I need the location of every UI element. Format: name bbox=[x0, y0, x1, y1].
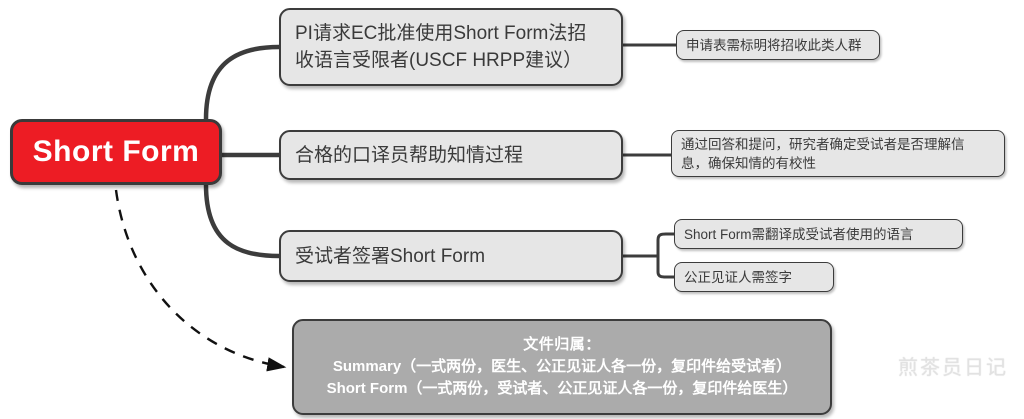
wechat-icon bbox=[856, 351, 892, 379]
watermark: 煎茶员日记 bbox=[856, 350, 1008, 380]
watermark-text: 煎茶员日记 bbox=[898, 356, 1008, 379]
note-node-branch-2-1[interactable]: 通过回答和提问，研究者确定受试者是否理解信 息，确保知情的有校性 bbox=[671, 130, 1005, 177]
branch-node-1-label: PI请求EC批准使用Short Form法招 收语言受限者(USCF HRPP建… bbox=[295, 23, 587, 71]
connector-root-to-branch-3 bbox=[203, 182, 282, 259]
root-node-short-form[interactable]: Short Form bbox=[10, 119, 222, 185]
branch-node-3[interactable]: 受试者签署Short Form bbox=[279, 230, 623, 282]
connector-root-to-summary-dashed bbox=[114, 189, 287, 372]
note-node-branch-3-1[interactable]: Short Form需翻译成受试者使用的语言 bbox=[674, 219, 963, 249]
root-node-label: Short Form bbox=[32, 135, 200, 168]
connector-root-to-branch-1 bbox=[203, 44, 282, 122]
summary-line-1: Summary（一式两份，医生、公正见证人各一份，复印件给受试者） bbox=[332, 358, 792, 375]
summary-line-2: Short Form（一式两份，受试者、公正见证人各一份，复印件给医生） bbox=[326, 380, 798, 397]
connector-branch-3-bracket bbox=[648, 232, 676, 279]
branch-node-2[interactable]: 合格的口译员帮助知情过程 bbox=[279, 130, 623, 180]
note-node-branch-3-1-label: Short Form需翻译成受试者使用的语言 bbox=[684, 226, 914, 242]
note-node-branch-1-1[interactable]: 申请表需标明将招收此类人群 bbox=[676, 30, 880, 60]
summary-node[interactable]: 文件归属： Summary（一式两份，医生、公正见证人各一份，复印件给受试者） … bbox=[292, 319, 832, 415]
branch-node-3-label: 受试者签署Short Form bbox=[295, 245, 486, 267]
note-node-branch-2-1-label: 通过回答和提问，研究者确定受试者是否理解信 息，确保知情的有校性 bbox=[681, 136, 965, 171]
summary-title: 文件归属： bbox=[523, 336, 601, 353]
note-node-branch-3-2-label: 公正见证人需签字 bbox=[684, 269, 792, 285]
note-node-branch-1-1-label: 申请表需标明将招收此类人群 bbox=[686, 37, 862, 53]
note-node-branch-3-2[interactable]: 公正见证人需签字 bbox=[674, 262, 834, 292]
branch-node-1[interactable]: PI请求EC批准使用Short Form法招 收语言受限者(USCF HRPP建… bbox=[279, 8, 623, 86]
branch-node-2-label: 合格的口译员帮助知情过程 bbox=[295, 144, 524, 166]
